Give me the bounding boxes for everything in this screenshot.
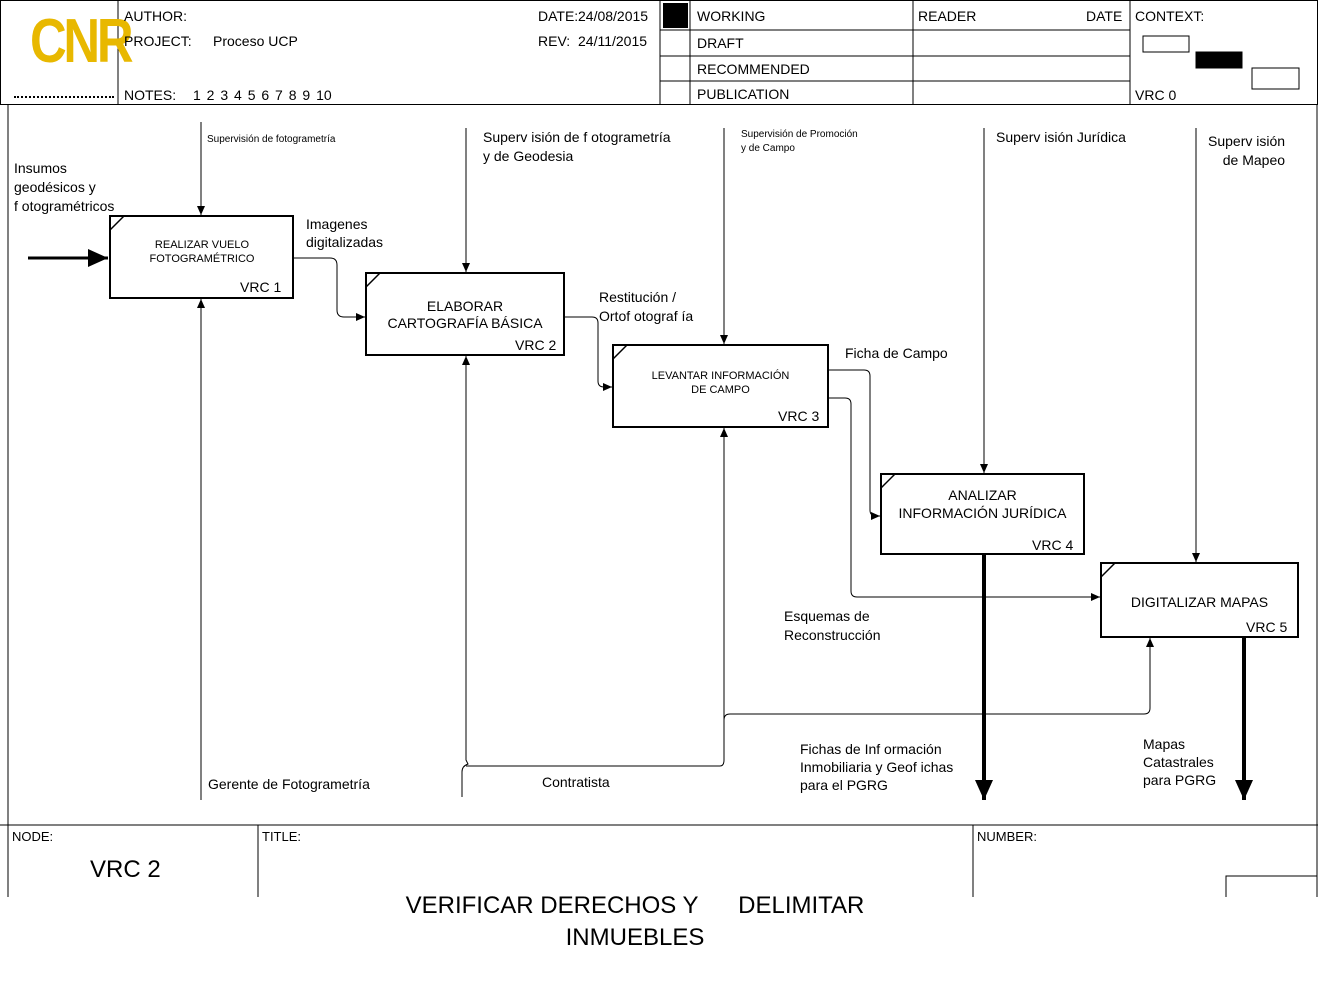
- context-box-2: [1195, 51, 1243, 69]
- activity-box-vrc2: [365, 272, 565, 356]
- context-box-1: [1142, 35, 1190, 53]
- flow-imagenes: [294, 257, 365, 321]
- project-value: Proceso UCP: [213, 33, 298, 49]
- box-vrc5-title: DIGITALIZAR MAPAS: [1130, 594, 1269, 610]
- date-label: DATE:: [538, 8, 579, 24]
- arrow-mechanism-vrc2: [461, 356, 470, 797]
- box-vrc3-node: VRC 3: [778, 408, 820, 424]
- arrow-mechanism-vrc5: [723, 638, 1154, 721]
- activity-box-vrc5: [1100, 562, 1299, 638]
- notes-value: 1 2 3 4 5 6 7 8 9 10: [193, 87, 332, 103]
- box-vrc5-node: VRC 5: [1246, 619, 1288, 635]
- author-label: AUTHOR:: [124, 8, 187, 24]
- box-vrc2-node: VRC 2: [515, 337, 557, 353]
- label-control-vrc1: Supervisión de fotogrametría: [207, 134, 336, 145]
- status-working: WORKING: [697, 8, 766, 24]
- number-label: NUMBER:: [977, 829, 1037, 844]
- date-value: 24/08/2015: [578, 8, 649, 24]
- contratista-bus: [466, 428, 728, 767]
- title-label: TITLE:: [262, 829, 302, 844]
- box-vrc4-node: VRC 4: [1032, 537, 1074, 553]
- project-label: PROJECT:: [124, 33, 192, 49]
- status-draft: DRAFT: [697, 35, 744, 51]
- activity-box-vrc1: [109, 215, 294, 299]
- activity-box-vrc3: [612, 344, 829, 428]
- logo-subtext-marks: [14, 96, 114, 101]
- node-label: NODE:: [12, 829, 54, 844]
- status-recommended: RECOMMENDED: [697, 61, 810, 77]
- reader-date-label: DATE: [1086, 8, 1123, 24]
- body-frame: [0, 105, 1318, 897]
- notes-label: NOTES:: [124, 87, 177, 103]
- rev-label: REV:: [538, 33, 571, 49]
- label-restitucion: Restitución /Ortof otograf ía: [599, 289, 694, 324]
- flow-ficha: [829, 369, 880, 520]
- flow-restitucion: [565, 316, 612, 391]
- activity-box-vrc4: [880, 473, 1085, 555]
- label-ficha-campo: Ficha de Campo: [845, 345, 948, 361]
- rev-value: 24/11/2015: [578, 33, 648, 49]
- context-box-3: [1251, 67, 1300, 90]
- label-gerente: Gerente de Fotogrametría: [208, 776, 370, 792]
- label-control-vrc4: Superv isión Jurídica: [996, 129, 1126, 145]
- diagram-canvas: [0, 0, 1318, 897]
- node-value: VRC 2: [90, 856, 161, 883]
- status-selected-marker: [663, 3, 688, 28]
- status-publication: PUBLICATION: [697, 86, 790, 102]
- flow-esquemas: [829, 397, 1100, 601]
- reader-label: READER: [918, 8, 977, 24]
- label-contratista: Contratista: [542, 774, 610, 790]
- context-node: VRC 0: [1135, 87, 1177, 103]
- cnr-logo: CNR: [30, 7, 134, 76]
- box-vrc1-node: VRC 1: [240, 279, 282, 295]
- context-label: CONTEXT:: [1135, 8, 1205, 24]
